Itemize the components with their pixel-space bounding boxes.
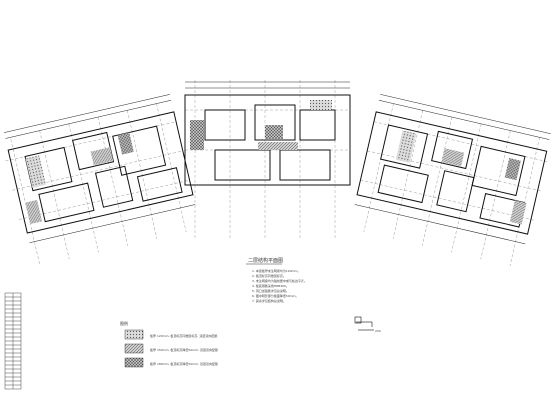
legend-label: 板厚 180mm, 板顶标高降低50mm, 双层双向配筋 [150,361,218,366]
left-wing-dimension-chain [4,94,196,243]
legend-swatch-cross [124,357,144,368]
general-notes: 1. 本层板厚未注明者均为120mm。 2. 板顶标高同楼层标高。 3. 未注明… [252,268,307,303]
legend-swatch-hatch [124,343,144,354]
note-line: 5. 洞口加强筋详见总说明。 [252,288,289,293]
note-line: 7. 其余详见结构总说明。 [252,298,286,303]
legend-swatch-dots [124,329,144,340]
left-wing-slab-hatch [25,132,134,225]
note-line: 2. 板顶标高同楼层标高。 [252,273,286,278]
center-dimension-chain [185,81,350,89]
note-line: 3. 未注明梁均为轴线居中或与柱边平齐。 [252,278,307,283]
plan-title: 二层结构平面图 [248,257,283,264]
left-wing [4,94,196,266]
right-wing [354,94,551,266]
center-slab-hatch [190,100,332,150]
note-line: 6. 图中阴影部分板面降低50mm。 [252,293,298,298]
legend-heading: 图例 [120,320,128,326]
center-block [184,80,351,240]
note-line: 4. 板底钢筋采用HRB400。 [252,283,289,288]
detail-dimension-label: 200 [375,329,381,333]
schedule-table [4,292,22,390]
slab-legend: 图例 板厚 120mm, 板顶标高同楼层标高, 双层双向配筋 板厚 150mm,… [120,320,218,368]
note-line: 1. 本层板厚未注明者均为120mm。 [252,268,300,273]
left-wing-gridlines [5,103,190,266]
legend-label: 板厚 120mm, 板顶标高同楼层标高, 双层双向配筋 [150,333,217,338]
legend-label: 板厚 150mm, 板顶标高降低50mm, 双层双向配筋 [150,347,218,352]
section-detail [354,316,374,331]
right-wing-slab-hatch [395,130,527,225]
right-wing-dimension-chain [354,94,551,245]
center-walls [184,94,351,186]
